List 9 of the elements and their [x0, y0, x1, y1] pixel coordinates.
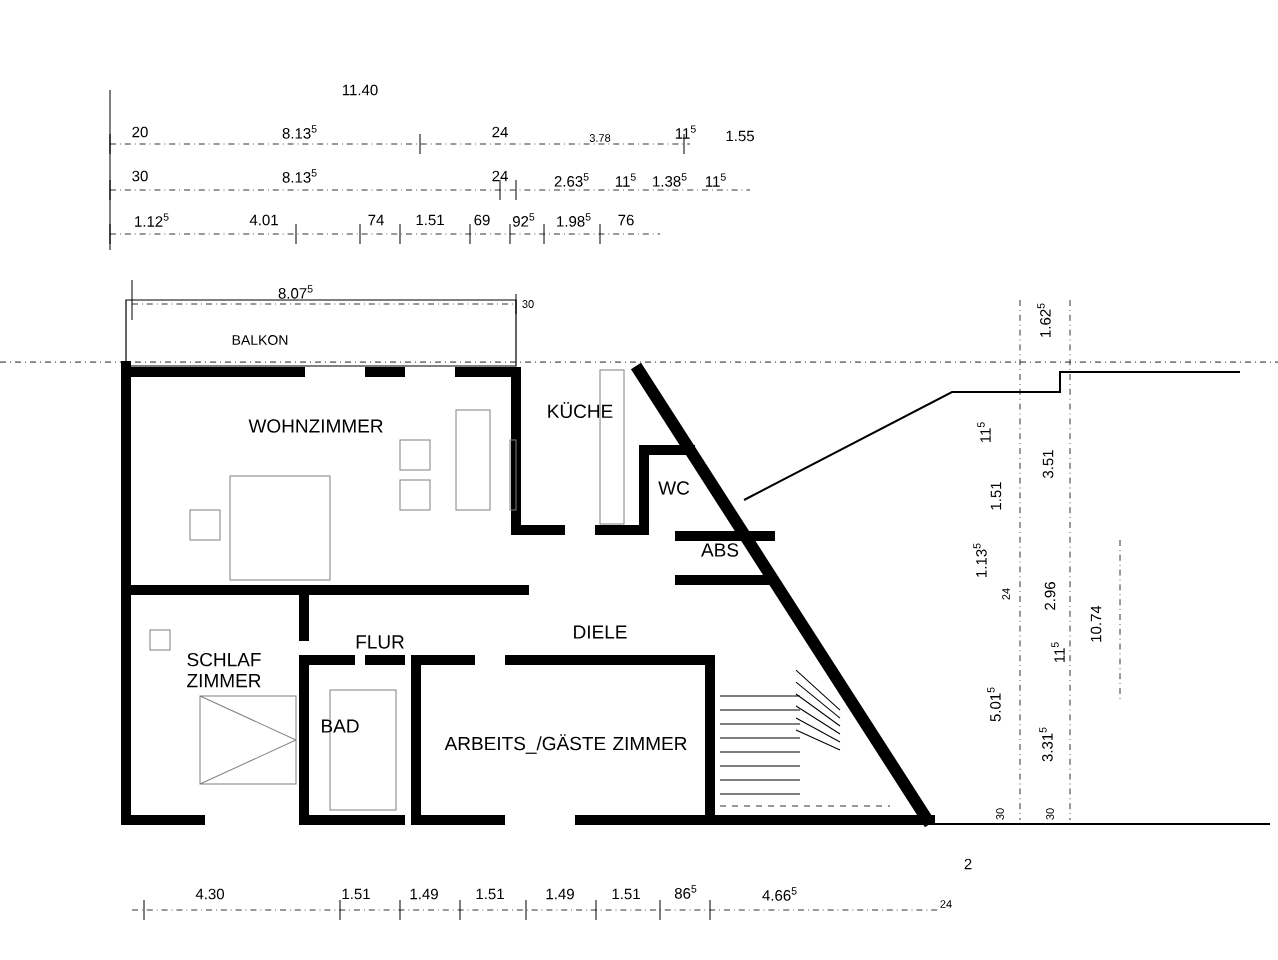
room-name: DIELE: [574, 625, 627, 639]
room-name: SCHLAF ZIMMER: [187, 652, 261, 688]
room-name: FLUR: [356, 635, 404, 649]
room-name: WC: [658, 481, 690, 495]
room-name: KÜCHE: [548, 401, 613, 419]
room-name: ARBEITS_/GÄSTE ZIMMER: [444, 734, 687, 754]
room-name: BAD: [322, 719, 359, 733]
room-name: WOHNZIMMER: [248, 419, 383, 433]
room-name: ABS: [701, 543, 739, 557]
